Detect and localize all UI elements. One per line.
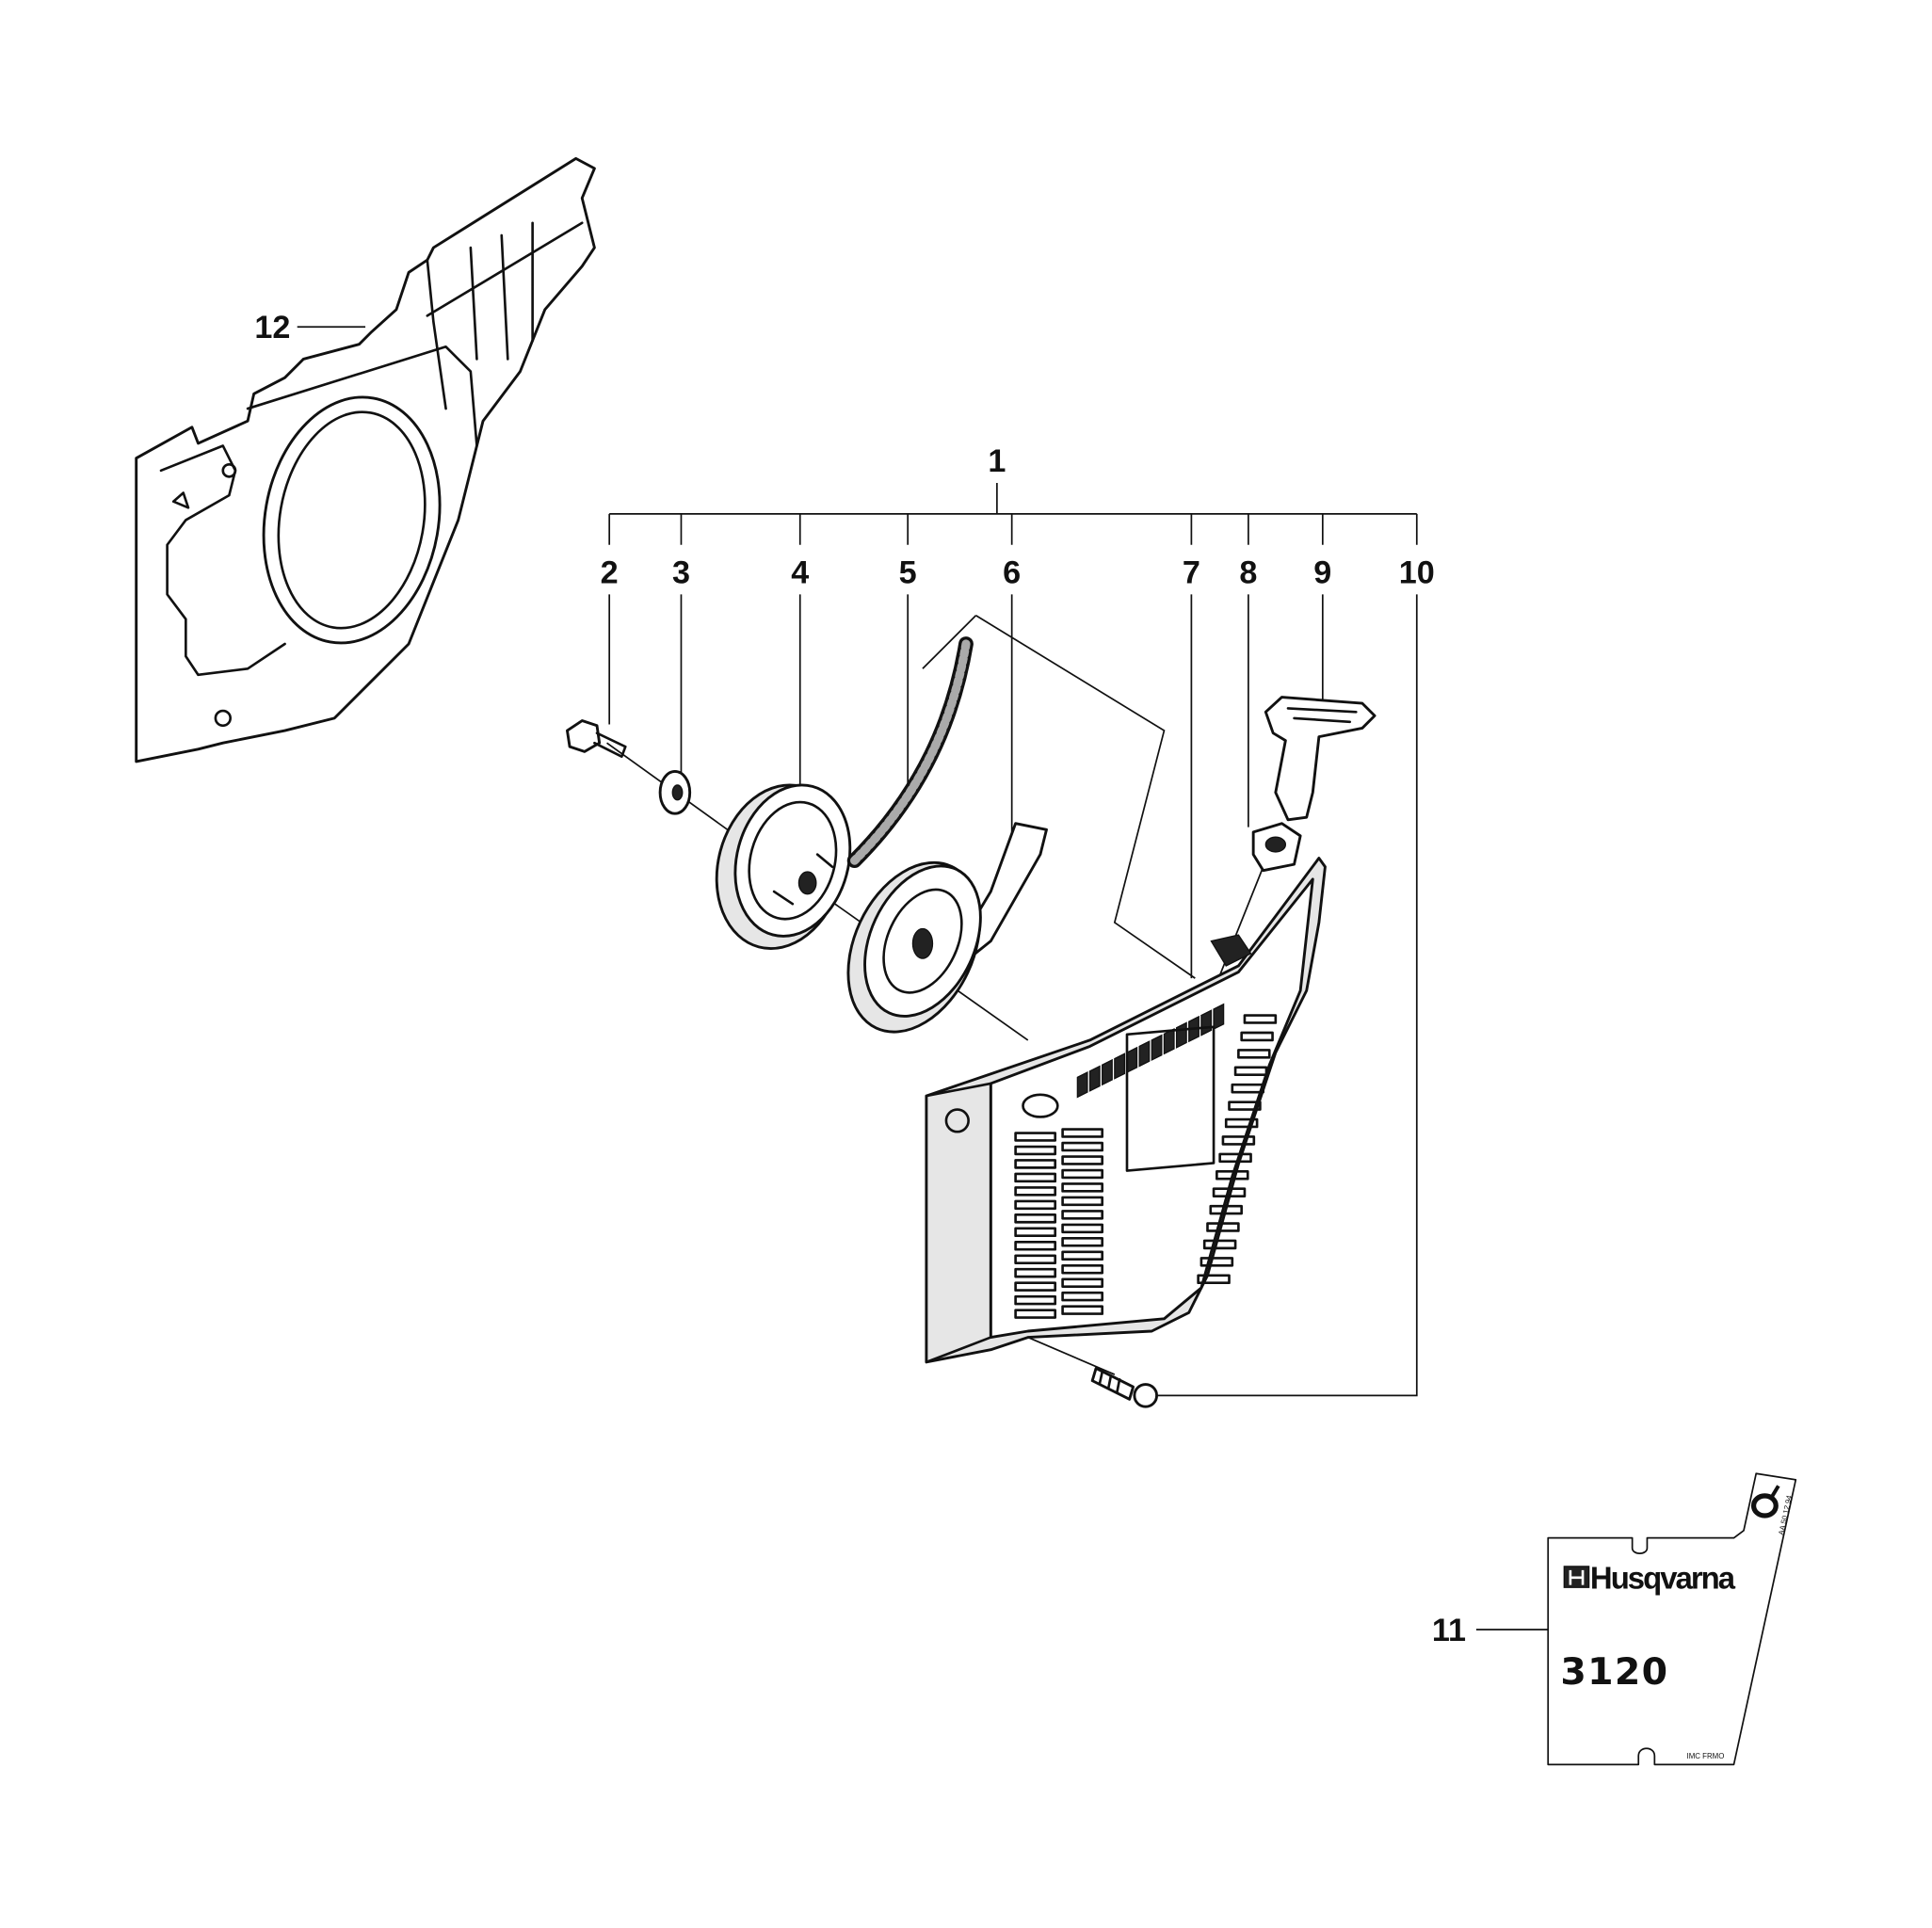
vent-slot xyxy=(1061,1250,1104,1261)
part-5-rope xyxy=(846,636,974,869)
vent-slot xyxy=(1061,1182,1104,1193)
vent-slot xyxy=(1014,1159,1057,1169)
callout-12: 12 xyxy=(254,310,290,345)
decal-model: 3120 xyxy=(1560,1650,1668,1694)
callout-11: 11 xyxy=(1432,1613,1466,1648)
callout-10: 10 xyxy=(1399,555,1435,591)
part-10-screw xyxy=(1090,1367,1159,1408)
vent-slot xyxy=(1061,1128,1104,1138)
part-3-washer xyxy=(658,770,692,815)
callout-5: 5 xyxy=(899,555,917,591)
vent-slot xyxy=(1221,1135,1256,1146)
vent-slot xyxy=(1243,1014,1278,1024)
vent-slot xyxy=(1233,1066,1268,1077)
husqvarna-logo-icon xyxy=(1563,1566,1590,1588)
vent-slot xyxy=(1240,1031,1274,1042)
callout-7: 7 xyxy=(1183,555,1200,591)
part-9-handle xyxy=(1264,696,1377,822)
vent-slot xyxy=(1197,1274,1231,1285)
vent-slot xyxy=(1014,1132,1057,1142)
vent-slot xyxy=(1216,1170,1249,1181)
vent-slot xyxy=(1014,1227,1057,1238)
vent-slot xyxy=(1199,1257,1234,1267)
vent-slot xyxy=(1014,1186,1057,1197)
vent-slot xyxy=(1014,1294,1057,1306)
assembly-bracket xyxy=(608,482,1418,545)
vent-slot xyxy=(1213,1003,1225,1031)
part-7-starter-housing xyxy=(925,857,1327,1364)
callout-2: 2 xyxy=(601,555,619,591)
part-12-housing-plate xyxy=(135,156,596,763)
vent-slot xyxy=(1237,1049,1271,1059)
part-2-bolt xyxy=(566,719,627,758)
vent-slot xyxy=(1061,1291,1104,1302)
vent-slot xyxy=(1061,1277,1104,1288)
part-11-decal: Husqvarna 3120 IMC FRMO AA 50 12 94 xyxy=(1547,1472,1797,1766)
vent-slot xyxy=(1218,1152,1252,1164)
vent-slot xyxy=(1061,1141,1104,1152)
vent-slot xyxy=(1138,1040,1151,1068)
vent-slot xyxy=(1175,1021,1187,1049)
vent-slot xyxy=(1014,1254,1057,1264)
decal-footer: IMC FRMO xyxy=(1687,1752,1725,1760)
vent-slot xyxy=(1228,1101,1262,1111)
vent-slot xyxy=(1061,1168,1104,1180)
vent-slot xyxy=(1014,1172,1057,1183)
part-8-rope-guide xyxy=(1251,822,1302,873)
vent-slot xyxy=(1061,1305,1104,1315)
vent-slot xyxy=(1088,1065,1101,1092)
vent-slot xyxy=(1209,1204,1243,1215)
vent-slot xyxy=(1206,1222,1240,1232)
vent-slot xyxy=(1014,1267,1057,1278)
callout-8: 8 xyxy=(1239,555,1257,591)
part-6-spring xyxy=(846,822,1048,1034)
callout-1: 1 xyxy=(988,443,1006,479)
vent-slot xyxy=(1061,1210,1104,1220)
vent-slot xyxy=(1014,1240,1057,1251)
fuel-symbol-icon xyxy=(1750,1485,1780,1518)
vent-slot xyxy=(1102,1058,1113,1086)
vent-slot xyxy=(1202,1239,1237,1250)
callout-6: 6 xyxy=(1003,555,1021,591)
vent-slot xyxy=(1061,1263,1104,1275)
callout-9: 9 xyxy=(1313,555,1331,591)
part-4-pulley xyxy=(715,783,852,951)
callout-3: 3 xyxy=(672,555,690,591)
callout-4: 4 xyxy=(791,555,809,591)
decal-brand: Husqvarna xyxy=(1590,1561,1736,1596)
vent-slot xyxy=(1231,1083,1264,1094)
vent-slot xyxy=(1126,1046,1138,1074)
vent-slot xyxy=(1014,1213,1057,1224)
vent-slot xyxy=(1014,1309,1057,1319)
vent-slot xyxy=(1061,1196,1104,1207)
vent-slot xyxy=(1076,1071,1088,1099)
vent-slot xyxy=(1163,1027,1175,1055)
vent-slot xyxy=(1212,1187,1247,1197)
vent-slot xyxy=(1014,1281,1057,1292)
leader-lines xyxy=(606,594,1418,1397)
vent-slot xyxy=(1224,1117,1259,1129)
vent-slot xyxy=(1200,1009,1213,1036)
vent-slot xyxy=(1114,1052,1126,1080)
vent-slot xyxy=(1151,1034,1163,1062)
vent-slot xyxy=(1061,1155,1104,1165)
housing-vents xyxy=(1014,1003,1278,1319)
vent-slot xyxy=(1014,1199,1057,1211)
vent-slot xyxy=(1061,1223,1104,1234)
vent-slot xyxy=(1061,1237,1104,1247)
vent-slot xyxy=(1014,1145,1057,1156)
